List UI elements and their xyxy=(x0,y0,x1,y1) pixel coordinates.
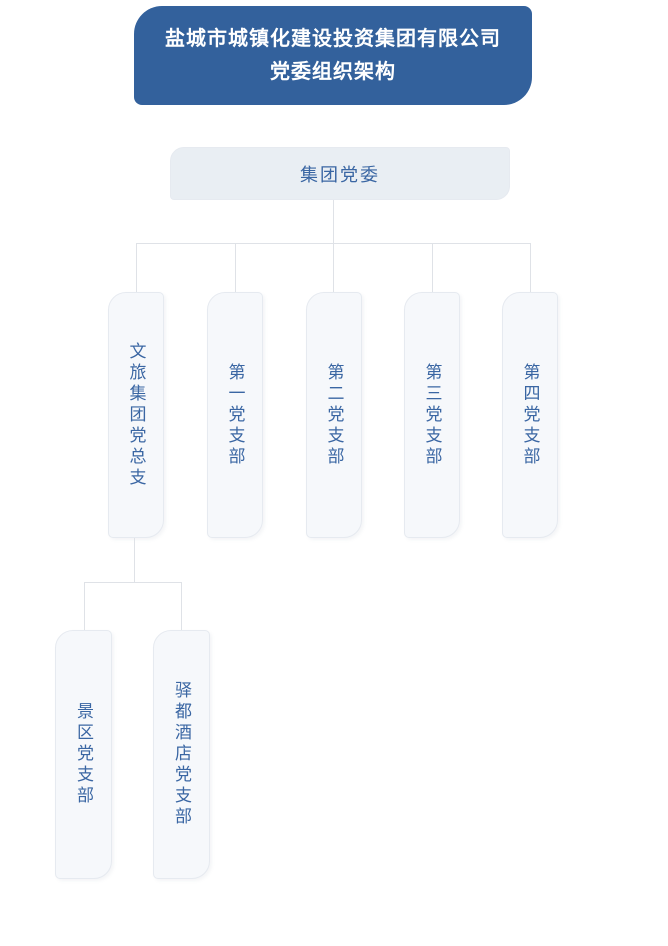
connector-level3-rail xyxy=(84,582,182,583)
connector-level2-drop-2 xyxy=(235,243,236,292)
connector-level2-drop-3 xyxy=(333,243,334,292)
connector-level2-drop-5 xyxy=(530,243,531,292)
connector-level2-drop-1 xyxy=(136,243,137,292)
connector-level3-drop-1 xyxy=(84,582,85,630)
branch-node-third-party-branch: 第三党支部 xyxy=(404,292,460,538)
branch-node-fourth-party-branch: 第四党支部 xyxy=(502,292,558,538)
leaf-node-label: 驿都酒店党支部 xyxy=(172,681,191,828)
branch-node-label: 第四党支部 xyxy=(520,362,540,468)
connector-level2-drop-4 xyxy=(432,243,433,292)
branch-node-label: 第三党支部 xyxy=(422,362,442,468)
branch-node-label: 文旅集团党总支 xyxy=(126,341,146,489)
connector-level3-drop-2 xyxy=(181,582,182,630)
branch-node-first-party-branch: 第一党支部 xyxy=(207,292,263,538)
org-title-line-2: 党委组织架构 xyxy=(270,61,396,83)
leaf-node-scenic-area-party-branch: 景区党支部 xyxy=(55,630,112,879)
branch-node-label: 第一党支部 xyxy=(225,362,245,468)
branch-node-second-party-branch: 第二党支部 xyxy=(306,292,362,538)
branch-node-wenlv-general-branch: 文旅集团党总支 xyxy=(108,292,164,538)
root-node-group-party-committee: 集团党委 xyxy=(170,147,510,200)
branch-node-label: 第二党支部 xyxy=(324,362,344,468)
root-node-label: 集团党委 xyxy=(300,164,380,185)
connector-branch-drop xyxy=(134,538,135,582)
leaf-node-label: 景区党支部 xyxy=(74,702,93,807)
leaf-node-yidu-hotel-party-branch: 驿都酒店党支部 xyxy=(153,630,210,879)
connector-root-drop xyxy=(333,200,334,244)
org-title-line-1: 盐城市城镇化建设投资集团有限公司 xyxy=(165,28,501,50)
org-chart-title-banner: 盐城市城镇化建设投资集团有限公司 党委组织架构 xyxy=(134,6,532,105)
